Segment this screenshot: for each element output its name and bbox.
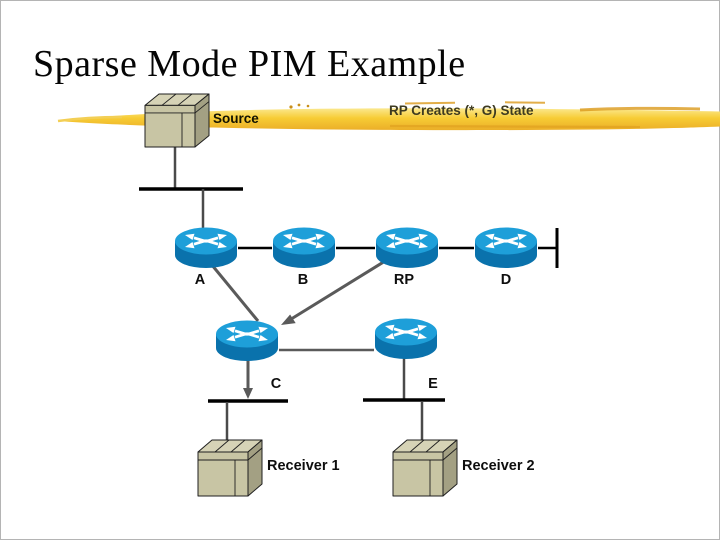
router-rp-label: RP	[393, 272, 415, 288]
router-b-icon	[271, 226, 337, 270]
router-a-label: A	[194, 272, 206, 288]
router-e-label: E	[428, 376, 438, 392]
receiver2-host-icon	[392, 439, 458, 497]
router-c-label: C	[270, 376, 282, 392]
source-label: Source	[213, 111, 259, 126]
receiver1-label: Receiver 1	[267, 458, 340, 474]
router-d-icon	[473, 226, 539, 270]
arrow-c-to-lan	[243, 359, 253, 399]
rp-state-annotation: RP Creates (*, G) State	[389, 103, 534, 118]
router-rp-icon	[374, 226, 440, 270]
page-title: Sparse Mode PIM Example	[33, 43, 466, 85]
link-a-c	[205, 258, 260, 322]
highlight-band	[57, 101, 720, 131]
receiver1-host-icon	[197, 439, 263, 497]
receiver2-label: Receiver 2	[462, 458, 535, 474]
router-d-label: D	[500, 272, 512, 288]
connection-lines	[139, 147, 559, 441]
router-c-icon	[214, 319, 280, 363]
router-a-icon	[173, 226, 239, 270]
arrow-rp-to-c	[281, 256, 391, 325]
router-b-label: B	[297, 272, 309, 288]
source-host-icon	[144, 93, 210, 148]
router-e-icon	[373, 317, 439, 361]
